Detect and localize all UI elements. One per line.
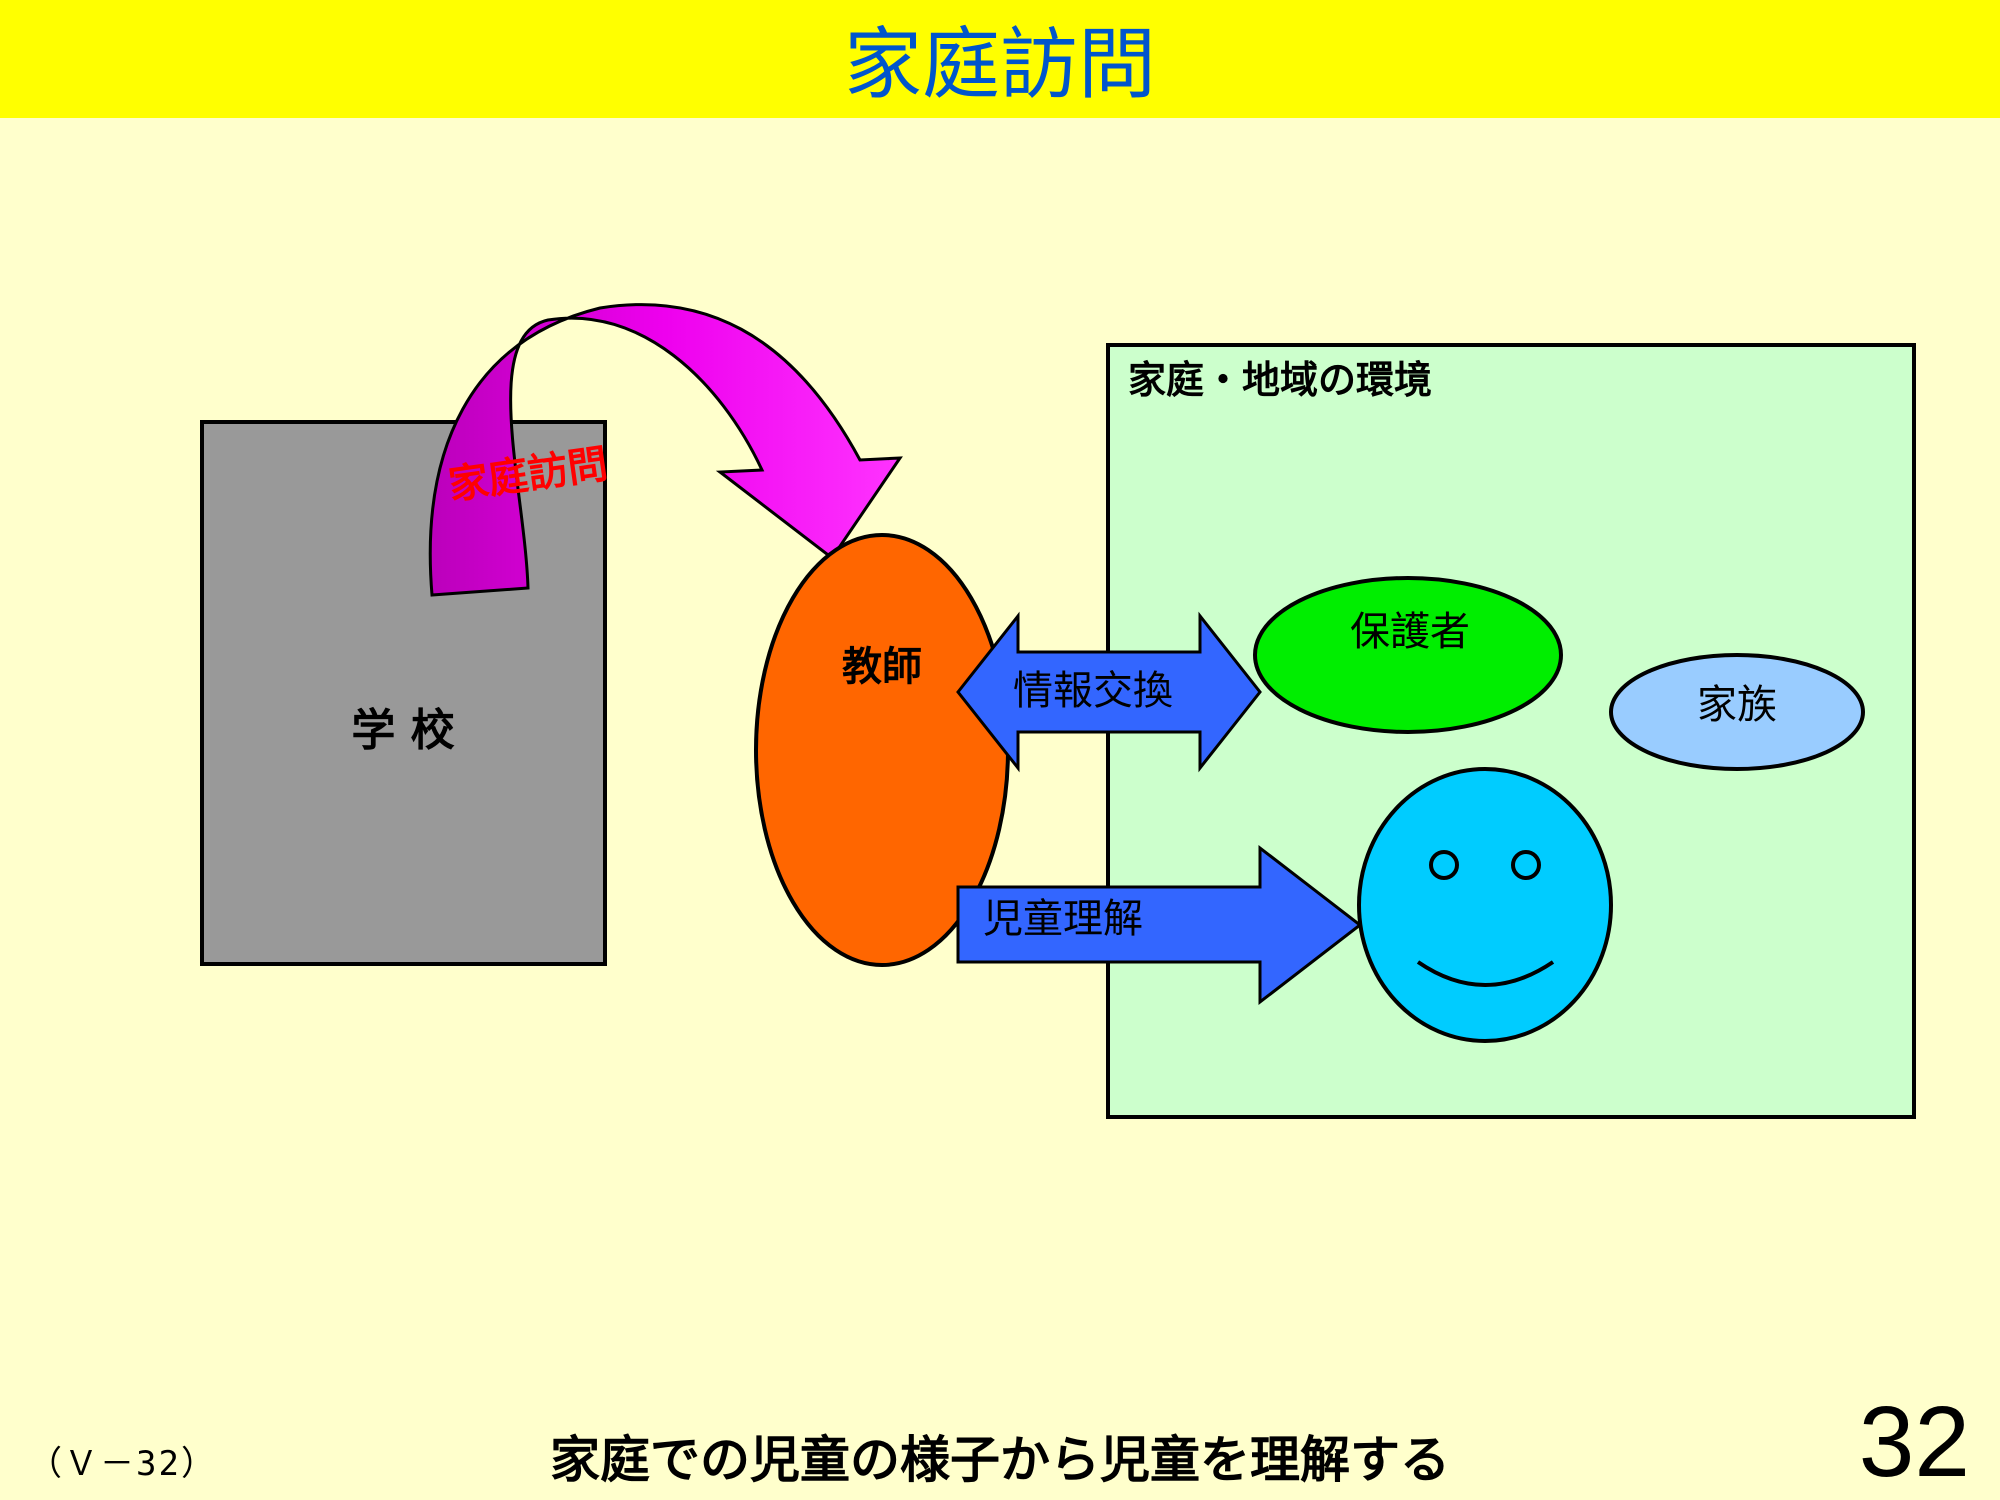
smiley-face-icon xyxy=(1357,767,1613,1043)
slide-code: （Ｖ－32） xyxy=(28,1444,217,1484)
home-visit-curved-arrow xyxy=(428,303,903,597)
teacher-label: 教師 xyxy=(842,644,922,690)
page-number: 32 xyxy=(1858,1386,1970,1498)
family-ellipse xyxy=(1609,653,1865,771)
guardian-label: 保護者 xyxy=(1350,609,1470,655)
exchange-arrow-label: 情報交換 xyxy=(1013,668,1173,714)
title-bar: 家庭訪問 xyxy=(0,0,2000,118)
guardian-ellipse xyxy=(1253,576,1563,734)
information-exchange-arrow xyxy=(956,611,1262,773)
understanding-arrow-label: 児童理解 xyxy=(983,896,1143,942)
environment-title: 家庭・地域の環境 xyxy=(1128,358,1432,402)
school-label: 学 校 xyxy=(351,705,454,756)
family-label: 家族 xyxy=(1697,682,1777,728)
child-understanding-arrow xyxy=(956,844,1363,1006)
summary-caption: 家庭での児童の様子から児童を理解する xyxy=(550,1431,1450,1489)
school-box xyxy=(200,420,607,966)
slide-title: 家庭訪問 xyxy=(843,20,1156,110)
